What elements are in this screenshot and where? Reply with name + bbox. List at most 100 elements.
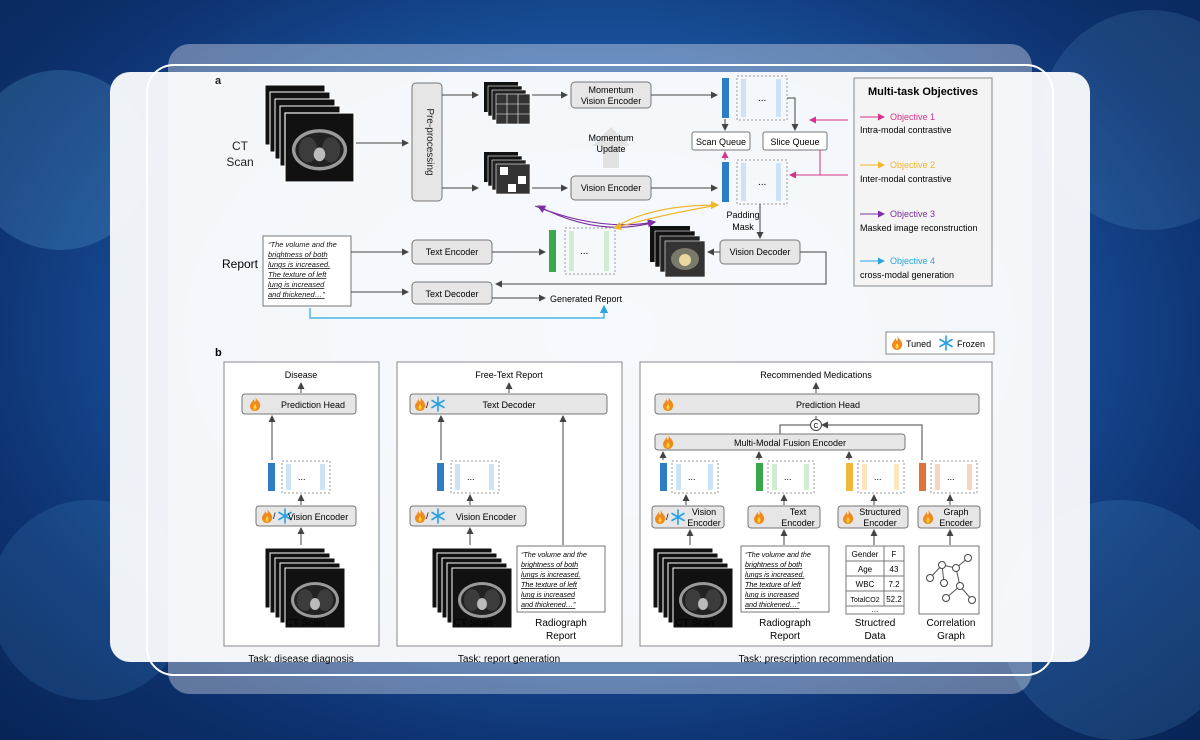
task1-encoder-box: [255, 505, 357, 527]
text-decoder-label-a: Text Decoder: [425, 289, 478, 299]
report-line: brightness of both: [521, 560, 578, 569]
svg-text:...: ...: [947, 472, 955, 482]
objective-item-1: Objective 1 Intra-modal contrastive: [860, 112, 952, 135]
task3-report-text: “The volume and the brightness of both l…: [745, 550, 811, 609]
section-a-label: a: [215, 75, 222, 87]
table-cell: F: [892, 550, 897, 559]
task1-head-box: [241, 393, 357, 415]
task1-input: CT Scan: [286, 618, 325, 629]
table-cell: Gender: [852, 550, 879, 559]
task2-ct-stack: [431, 547, 513, 629]
svg-text:...: ...: [758, 93, 766, 104]
legend-frozen: Frozen: [957, 339, 985, 349]
task3-caption: Task: prescription recommendation: [738, 654, 893, 665]
report-line: “The volume and the: [268, 240, 337, 249]
task2-head: Text Decoder: [482, 400, 535, 410]
objectives-title: Multi-task Objectives: [868, 86, 978, 98]
report-text-box-a: [262, 235, 352, 307]
report-line: “The volume and the: [745, 550, 811, 559]
svg-text:...: ...: [784, 472, 792, 482]
task3-head-box: [654, 393, 980, 415]
svg-text:...: ...: [688, 472, 696, 482]
t3-enc-struct-1: Structured: [859, 507, 901, 517]
objective-name-3: Objective 3: [890, 209, 935, 219]
task3-report-box: [740, 545, 830, 613]
report-label-a: Report: [222, 257, 259, 271]
table-cell: 7.2: [888, 580, 900, 589]
legend-tuned: Tuned: [906, 339, 931, 349]
momentum-encoder-label1: Momentum: [588, 85, 633, 95]
text-encoder-label-a: Text Encoder: [426, 247, 479, 257]
task2-encoder: Vision Encoder: [456, 512, 516, 522]
padding-mask-label2: Mask: [732, 222, 754, 232]
objective-desc-4: cross-modal generation: [860, 270, 954, 280]
task2-head-box: [409, 393, 608, 415]
section-b-label: b: [215, 347, 222, 359]
svg-text:...: ...: [467, 472, 475, 482]
t3-encoder-struct: Structured Encoder: [837, 494, 909, 529]
task3-in-report-2: Report: [770, 631, 800, 642]
generated-report-label: Generated Report: [550, 294, 623, 304]
report-text-a: “The volume and the brightness of both l…: [268, 240, 337, 299]
report-line: lungs is increased.: [745, 570, 805, 579]
obj1-arrow-b: [819, 150, 848, 176]
task2-input1: CT Scan: [454, 618, 493, 629]
task3-in-struct-2: Data: [864, 631, 886, 642]
task1-head: Prediction Head: [281, 400, 345, 410]
task2-report-box: [516, 545, 606, 613]
report-line: lung is increased: [268, 280, 325, 289]
feature-block-bottom: ...: [722, 159, 788, 205]
objective-name-1: Objective 1: [890, 112, 935, 122]
arrow-to-text-decoder: [495, 251, 827, 288]
task1-feature: ...: [268, 460, 331, 494]
objectives-panel: [853, 77, 993, 287]
t3-encoder-graph: Graph Encoder: [917, 494, 981, 529]
report-line: The texture of left: [521, 580, 578, 589]
objective-item-2: Objective 2 Inter-modal contrastive: [860, 160, 952, 184]
report-line: brightness of both: [268, 250, 328, 259]
t3-enc-vision-1: Vision: [692, 507, 716, 517]
svg-text:...: ...: [580, 246, 588, 257]
report-line: lung is increased: [745, 590, 800, 599]
t3-enc-text-1: Text: [790, 507, 807, 517]
vision-decoder-label: Vision Decoder: [730, 247, 791, 257]
svg-text:...: ...: [874, 472, 882, 482]
arrow-graph-concat: [821, 421, 923, 460]
arrow-fusion-concat: [779, 424, 810, 434]
svg-text:...: ...: [298, 472, 306, 482]
table-cell: WBC: [856, 580, 875, 589]
objective-item-3: Objective 3 Masked image reconstruction: [860, 209, 978, 233]
t3-feature-vision: ...: [659, 451, 719, 494]
task1-ct-stack: [264, 547, 346, 629]
report-line: and thickened…”: [521, 600, 576, 609]
task1-output: Disease: [285, 370, 318, 380]
task3-in-ct: CT Scan: [676, 618, 715, 629]
t3-feature-text: ...: [755, 451, 815, 494]
table-more: ...: [872, 605, 879, 614]
task3-in-graph-2: Graph: [937, 631, 965, 642]
obj4-arrow: [309, 304, 609, 319]
report-line: and thickened…”: [745, 600, 800, 609]
patch-stack-bottom: [484, 152, 531, 195]
t3-feature-graph: ...: [919, 460, 978, 494]
report-line: The texture of left: [745, 580, 802, 589]
feature-block-top: ...: [722, 75, 788, 121]
slice-queue-label: Slice Queue: [770, 137, 819, 147]
table-cell: Age: [858, 565, 873, 574]
obj3-arrow-back: [536, 205, 656, 228]
t3-enc-graph-2: Encoder: [939, 518, 973, 528]
fusion-encoder: Multi-Modal Fusion Encoder: [734, 438, 846, 448]
report-line: and thickened…”: [268, 290, 325, 299]
vision-encoder-label-a: Vision Encoder: [581, 183, 641, 193]
task2-encoder-box: [409, 505, 527, 527]
objective-desc-3: Masked image reconstruction: [860, 223, 978, 233]
text-decoder-box-a: [411, 281, 493, 305]
report-line: “The volume and the: [521, 550, 587, 559]
task3-in-graph-1: Correlation: [927, 618, 976, 629]
momentum-encoder-label2: Vision Encoder: [581, 96, 641, 106]
structured-data-table: Gender F Age 43 WBC 7.2 TotalCO2 52.2 ..…: [845, 545, 905, 615]
objective-desc-2: Inter-modal contrastive: [860, 174, 952, 184]
preprocessing-label: Pre-processing: [424, 108, 435, 175]
t3-feature-struct: ...: [845, 451, 905, 494]
table-cell: 52.2: [886, 595, 902, 604]
